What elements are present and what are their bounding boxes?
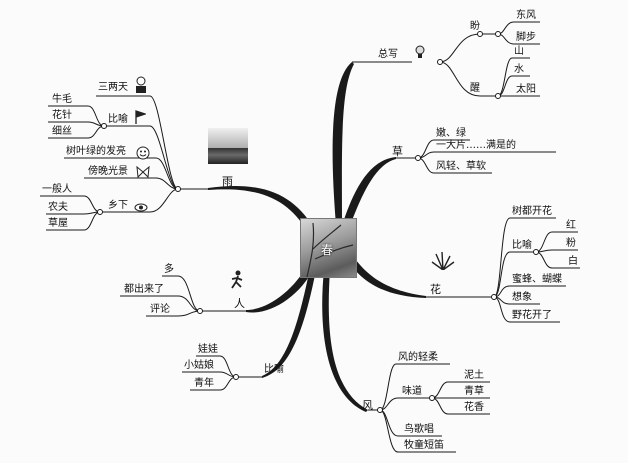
feng-mutong[interactable]: 牧童短笛 xyxy=(404,440,444,451)
branch-feng xyxy=(322,270,368,412)
hua-biyu-child-1[interactable]: 红 xyxy=(566,220,576,231)
lightbulb-icon xyxy=(415,45,425,58)
running-person-icon xyxy=(231,270,243,289)
hua-biyu-label[interactable]: 比喻 xyxy=(512,240,532,251)
xing-child-2[interactable]: 水 xyxy=(514,64,524,75)
person-icon xyxy=(136,76,146,93)
plant-icon xyxy=(431,251,455,270)
xing-child-3[interactable]: 太阳 xyxy=(516,84,536,95)
feng-niao[interactable]: 鸟歌唱 xyxy=(404,424,434,435)
xing-label[interactable]: 醒 xyxy=(470,83,480,94)
butterfly-icon xyxy=(136,166,150,178)
smiley-icon xyxy=(136,146,150,160)
cao-child-2[interactable]: 一大片……满是的 xyxy=(436,140,516,151)
cao-child-3[interactable]: 风轻、草软 xyxy=(436,161,486,172)
pan-child-1[interactable]: 东风 xyxy=(516,10,536,21)
center-node[interactable]: 春 xyxy=(300,218,357,278)
ren-child-1[interactable]: 多 xyxy=(164,264,174,275)
feng-weidao-label[interactable]: 味道 xyxy=(402,386,422,397)
ren-child-2[interactable]: 都出来了 xyxy=(124,284,164,295)
xing-child-1[interactable]: 山 xyxy=(514,46,524,57)
tree-illustration xyxy=(306,222,354,277)
rain-photo xyxy=(208,128,248,164)
center-label: 春 xyxy=(321,243,334,257)
yu-biyu-child-2[interactable]: 花针 xyxy=(52,110,72,121)
branch-ren-label[interactable]: 人 xyxy=(234,297,245,310)
ren-biyu-child-2[interactable]: 小姑娘 xyxy=(184,360,214,371)
yu-sanliang[interactable]: 三两天 xyxy=(98,82,128,93)
branch-cao-label[interactable]: 草 xyxy=(392,145,403,158)
branch-zongxie-label[interactable]: 总写 xyxy=(378,49,398,60)
yu-bangwan[interactable]: 傍晚光景 xyxy=(88,166,128,177)
yu-biyu-child-3[interactable]: 细丝 xyxy=(52,126,72,137)
branch-hua-label[interactable]: 花 xyxy=(430,283,441,296)
ren-biyu-child-3[interactable]: 青年 xyxy=(194,378,214,389)
feng-fengde[interactable]: 风的轻柔 xyxy=(398,352,438,363)
hua-shudou[interactable]: 树都开花 xyxy=(512,206,552,217)
ren-biyu-child-1[interactable]: 娃娃 xyxy=(198,344,218,355)
branch-yu-label[interactable]: 雨 xyxy=(222,175,233,188)
flag-icon xyxy=(135,110,146,124)
hua-other-3[interactable]: 野花开了 xyxy=(512,310,552,321)
yu-shuye[interactable]: 树叶绿的发亮 xyxy=(66,146,126,157)
feng-weidao-child-3[interactable]: 花香 xyxy=(464,402,484,413)
ren-child-3[interactable]: 评论 xyxy=(150,304,170,315)
yu-xiaxia-child-1[interactable]: 一般人 xyxy=(42,184,72,195)
hua-biyu-child-2[interactable]: 粉 xyxy=(566,238,576,249)
yu-xiaxia-child-2[interactable]: 农夫 xyxy=(48,202,68,213)
pan-label[interactable]: 盼 xyxy=(470,21,480,32)
yu-xiaxia-label[interactable]: 乡下 xyxy=(108,200,128,211)
eye-icon xyxy=(134,203,148,212)
branch-yu xyxy=(208,185,316,236)
feng-weidao-child-2[interactable]: 青草 xyxy=(464,386,484,397)
yu-biyu-child-1[interactable]: 牛毛 xyxy=(52,94,72,105)
ren-biyu-label[interactable]: 比喻 xyxy=(264,364,284,375)
hua-biyu-child-3[interactable]: 白 xyxy=(568,256,578,267)
hua-other-1[interactable]: 蜜蜂、蝴蝶 xyxy=(512,274,562,285)
branch-zongxie xyxy=(332,62,354,226)
branch-hua xyxy=(344,248,426,298)
branch-feng-label[interactable]: 风 xyxy=(362,399,373,412)
hua-other-2[interactable]: 想象 xyxy=(512,292,532,303)
branch-ren-biyu xyxy=(262,268,316,378)
cao-child-1[interactable]: 嫩、绿 xyxy=(436,128,466,139)
feng-weidao-child-1[interactable]: 泥土 xyxy=(464,370,484,381)
yu-biyu-label[interactable]: 比喻 xyxy=(108,114,128,125)
pan-child-2[interactable]: 脚步 xyxy=(516,32,536,43)
yu-xiaxia-child-3[interactable]: 草屋 xyxy=(48,218,68,229)
